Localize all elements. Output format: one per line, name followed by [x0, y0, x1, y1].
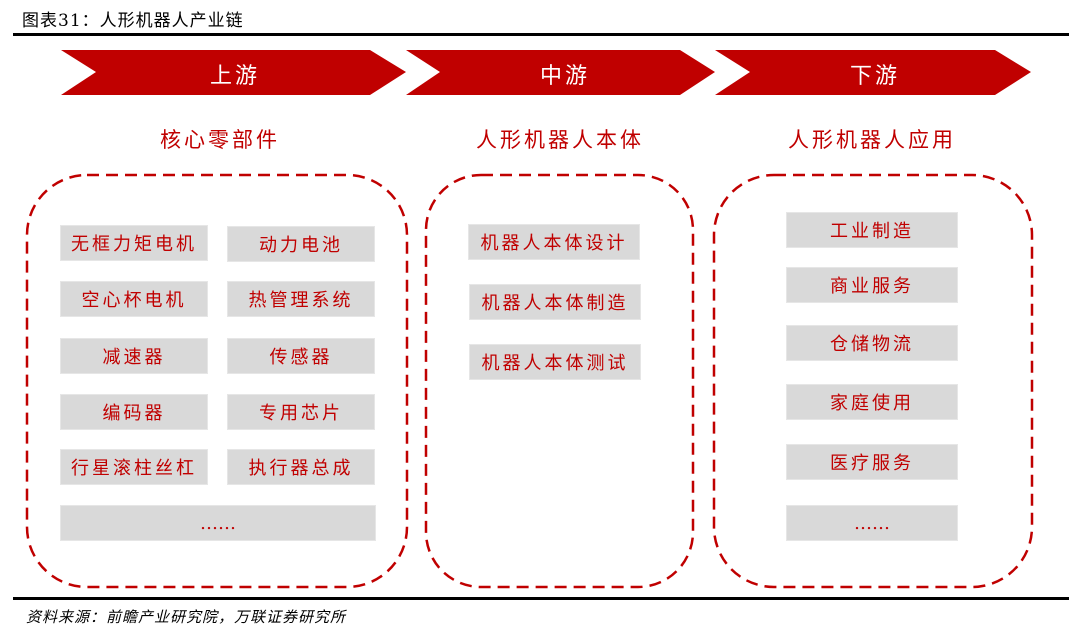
- stage-label-downstream: 下游: [849, 64, 900, 89]
- heading-core-components: 核心零部件: [160, 128, 280, 152]
- stage-label-upstream: 上游: [209, 64, 260, 89]
- arrow-upstream: [61, 50, 406, 95]
- item-medical-service: 医疗服务: [786, 444, 958, 480]
- item-commercial-service: 商业服务: [786, 267, 958, 303]
- item-more-downstream: ……: [786, 505, 958, 541]
- stage-label-midstream: 中游: [539, 64, 590, 89]
- item-warehousing-logistics: 仓储物流: [786, 325, 958, 361]
- item-planetary-roller-screw: 行星滚柱丝杠: [60, 449, 208, 485]
- item-encoder: 编码器: [60, 394, 208, 430]
- heading-robot-application: 人形机器人应用: [788, 128, 956, 152]
- item-actuator-assembly: 执行器总成: [227, 449, 375, 485]
- item-household-use: 家庭使用: [786, 384, 958, 420]
- item-thermal-management: 热管理系统: [227, 281, 375, 317]
- item-coreless-motor: 空心杯电机: [60, 281, 208, 317]
- item-body-design: 机器人本体设计: [468, 224, 640, 260]
- arrow-downstream: [715, 50, 1031, 95]
- item-power-battery: 动力电池: [227, 226, 375, 262]
- heading-robot-body: 人形机器人本体: [476, 128, 644, 152]
- stage-arrows: [61, 50, 1031, 95]
- item-reducer: 减速器: [60, 338, 208, 374]
- source-note: 资料来源：前瞻产业研究院，万联证券研究所: [26, 608, 347, 626]
- arrow-midstream: [406, 50, 715, 95]
- bottom-rule: [13, 597, 1069, 600]
- item-body-testing: 机器人本体测试: [469, 344, 641, 380]
- item-industrial-manufacturing: 工业制造: [786, 212, 958, 248]
- item-frameless-torque-motor: 无框力矩电机: [60, 225, 208, 261]
- item-more-upstream: ……: [60, 505, 376, 541]
- top-rule: [13, 33, 1069, 36]
- item-sensor: 传感器: [227, 338, 375, 374]
- item-dedicated-chip: 专用芯片: [227, 394, 375, 430]
- item-body-manufacturing: 机器人本体制造: [469, 284, 641, 320]
- figure-title: 图表31：人形机器人产业链: [22, 11, 244, 31]
